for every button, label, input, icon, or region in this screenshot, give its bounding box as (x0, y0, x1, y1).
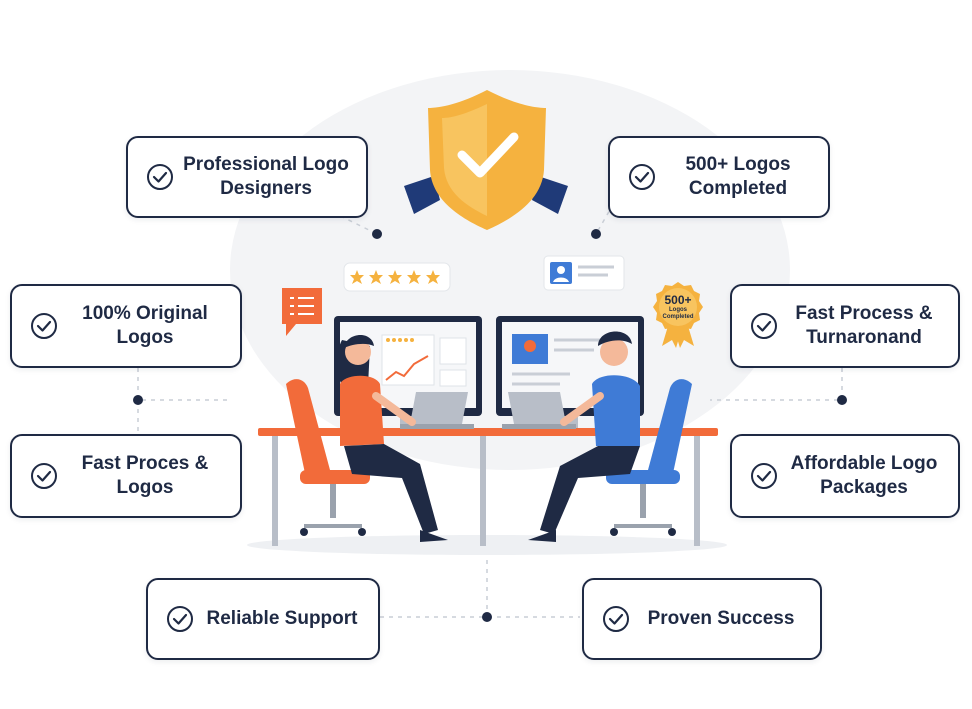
connector-lines (137, 195, 843, 618)
check-circle-icon (166, 605, 194, 633)
left-person (286, 334, 448, 542)
connector-dots (133, 229, 847, 622)
feature-card-success: Proven Success (582, 578, 822, 660)
badge-label: 500+ Logos Completed (656, 294, 700, 321)
feature-label: Fast Proces & Logos (81, 453, 209, 498)
feature-label: Fast Process & Turnaronand (795, 303, 933, 348)
check-circle-icon (750, 462, 778, 490)
feature-card-support: Reliable Support (146, 578, 380, 660)
feature-card-fast-logos: Fast Proces & Logos (10, 434, 242, 518)
rating-bubble (343, 262, 451, 292)
right-person (528, 331, 692, 542)
feature-card-completed: 500+ Logos Completed (608, 136, 830, 218)
feature-label: Proven Success (647, 608, 795, 629)
feature-card-fast-turnaround: Fast Process & Turnaronand (730, 284, 960, 368)
laptops (400, 392, 576, 429)
check-circle-icon (30, 312, 58, 340)
check-circle-icon (602, 605, 630, 633)
feature-card-original: 100% Original Logos (10, 284, 242, 368)
feature-label: Affordable Logo Packages (790, 453, 938, 498)
feature-label: Professional Logo Designers (183, 154, 349, 199)
chat-list-icon (282, 288, 322, 336)
check-circle-icon (30, 462, 58, 490)
award-badge-icon (653, 282, 703, 348)
feature-label: 500+ Logos Completed (685, 154, 791, 199)
check-circle-icon (628, 163, 656, 191)
feature-card-affordable: Affordable Logo Packages (730, 434, 960, 518)
badge-caption: Logos Completed (662, 307, 694, 320)
check-circle-icon (750, 312, 778, 340)
badge-count: 500+ (664, 293, 692, 307)
profile-card-icon (543, 255, 625, 291)
feature-card-professional: Professional Logo Designers (126, 136, 368, 218)
feature-label: Reliable Support (206, 608, 358, 629)
shield-icon (404, 90, 568, 230)
feature-label: 100% Original Logos (82, 303, 208, 348)
check-circle-icon (146, 163, 174, 191)
